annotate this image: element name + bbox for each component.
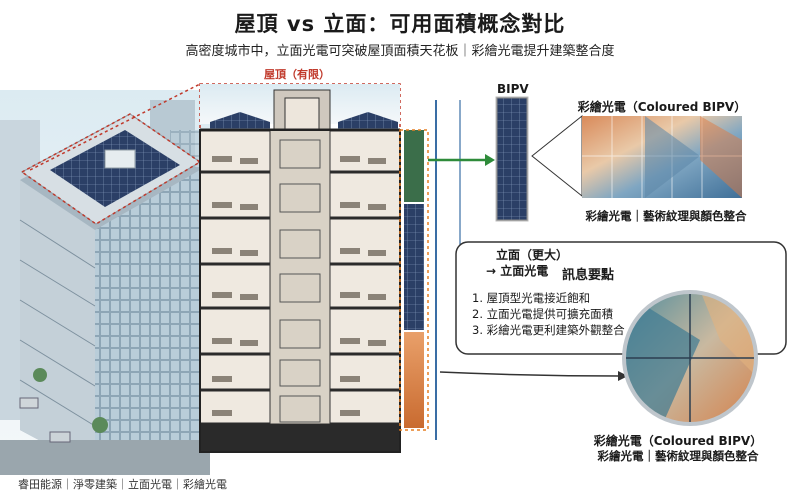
arrow-to-coloured-bipv	[439, 371, 628, 381]
key-point-item: 2. 立面光電提供可擴充面積	[472, 307, 614, 321]
coloured-bipv-top-caption: 彩繪光電｜藝術紋理與顏色整合	[585, 209, 747, 223]
page-subtitle: 高密度城市中，立面光電可突破屋頂面積天花板｜彩繪光電提升建築整合度	[185, 44, 615, 59]
coloured-bipv-top-title: 彩繪光電（Coloured BIPV）	[577, 100, 747, 114]
key-point-item: 3. 彩繪光電更利建築外觀整合	[472, 323, 625, 337]
cutaway-building	[199, 84, 401, 453]
coloured-bipv-bottom-caption: 彩繪光電｜藝術紋理與顏色整合	[597, 449, 759, 463]
page-title: 屋頂 vs 立面：可用面積概念對比	[234, 12, 566, 36]
coloured-bipv-bottom-title: 彩繪光電（Coloured BIPV）	[593, 434, 763, 448]
key-points-title: 訊息要點	[562, 268, 615, 283]
facade-larger-label: 立面（更大）	[496, 248, 569, 262]
footer-tags: 睿田能源｜淨零建築｜立面光電｜彩繪光電	[18, 478, 227, 491]
city-building-illustration	[0, 90, 210, 475]
bipv-panel	[495, 96, 529, 222]
coloured-bipv-circle	[622, 290, 758, 426]
facade-pv-label: → 立面光電	[486, 264, 549, 278]
bipv-label: BIPV	[497, 82, 529, 96]
key-points-list: 1. 屋頂型光電接近飽和 2. 立面光電提供可擴充面積 3. 彩繪光電更利建築外…	[472, 290, 625, 338]
coloured-bipv-top-image	[531, 114, 742, 198]
roof-limited-label: 屋頂（有限）	[264, 68, 330, 81]
key-point-item: 1. 屋頂型光電接近飽和	[472, 291, 591, 305]
arrow-to-bipv	[428, 154, 495, 166]
facade-pv-strip	[399, 100, 461, 440]
